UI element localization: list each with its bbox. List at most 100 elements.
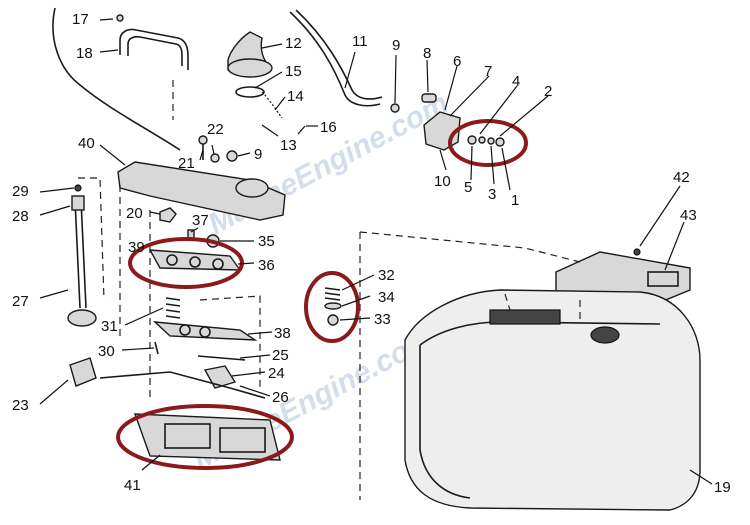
pin-8	[421, 93, 437, 103]
callout-3: 3	[488, 186, 496, 203]
washer-34	[324, 302, 342, 310]
callout-9-left: 9	[254, 146, 262, 163]
callout-8: 8	[423, 45, 431, 62]
callout-28: 28	[12, 208, 29, 225]
pickup-tube	[74, 199, 81, 309]
assembly-line-1	[359, 231, 581, 500]
gasket-39-hole-1	[166, 254, 178, 266]
callout-38: 38	[274, 325, 291, 342]
callout-5: 5	[464, 179, 472, 196]
callout-18: 18	[76, 45, 93, 62]
callout-40: 40	[78, 135, 95, 152]
gasket-39-hole-2	[189, 256, 201, 268]
cover-plate-43-opening	[647, 271, 679, 287]
assembly-line-2	[199, 295, 261, 390]
bracket-25	[197, 355, 246, 361]
callout-35: 35	[258, 233, 275, 250]
filler-cap-base	[227, 58, 273, 78]
float-23	[69, 357, 97, 387]
callout-42: 42	[673, 169, 690, 186]
nut-20	[159, 207, 177, 223]
chain-14	[261, 91, 283, 119]
screw-21-head	[198, 135, 208, 145]
fitting-28	[71, 195, 85, 211]
callout-1: 1	[511, 192, 519, 209]
spring-32	[324, 287, 341, 301]
pin-16	[297, 125, 306, 135]
assembly-line-3	[119, 185, 151, 400]
part-5	[467, 135, 477, 145]
filler-neck	[235, 178, 269, 198]
part-4	[478, 136, 486, 144]
gasket-15	[235, 86, 265, 98]
leader-lines	[39, 18, 713, 485]
highlight-ring-gasket-39	[128, 237, 244, 289]
plate-38-hole-1	[179, 324, 191, 336]
callout-21: 21	[178, 155, 195, 172]
callout-34: 34	[378, 289, 395, 306]
gasket-41-window-1	[164, 423, 211, 449]
callout-19: 19	[714, 479, 731, 496]
callout-36: 36	[258, 257, 275, 274]
screw-42	[633, 248, 641, 256]
callout-14: 14	[287, 88, 304, 105]
gauge-housing	[117, 161, 286, 221]
handle	[119, 28, 189, 70]
callout-33: 33	[374, 311, 391, 328]
nut-33	[327, 314, 339, 326]
callout-6: 6	[453, 53, 461, 70]
callout-11: 11	[352, 33, 368, 50]
nut-9-right	[390, 103, 400, 113]
nut-9-left	[226, 150, 238, 162]
callout-41: 41	[124, 477, 141, 494]
fitting-29	[74, 184, 82, 192]
callout-15: 15	[285, 63, 302, 80]
part-3	[487, 137, 495, 145]
callout-29: 29	[12, 183, 29, 200]
strap-26	[99, 371, 266, 399]
callout-20: 20	[126, 205, 143, 222]
callout-9-right: 9	[392, 37, 400, 54]
callout-31: 31	[101, 318, 118, 335]
highlight-ring-washers	[448, 119, 528, 167]
callout-30: 30	[98, 343, 115, 360]
gasket-41-window-2	[219, 427, 266, 453]
plate-38	[153, 321, 258, 341]
callout-labels: 17 18 12 15 14 13 16 11 9 8 6 7 4 2 10 5…	[12, 11, 731, 496]
callout-37: 37	[192, 212, 209, 229]
highlight-ring-gasket-41	[116, 404, 294, 470]
callout-39: 39	[128, 239, 145, 256]
pickup-filter	[67, 309, 97, 327]
callout-4: 4	[512, 73, 520, 90]
callout-10: 10	[434, 173, 451, 190]
washer-22	[210, 153, 220, 163]
callout-32: 32	[378, 267, 395, 284]
callout-23: 23	[12, 397, 29, 414]
highlight-ring-spring	[304, 271, 360, 343]
callout-7: 7	[484, 63, 492, 80]
gasket-39-hole-3	[212, 258, 224, 270]
callout-12: 12	[285, 35, 302, 52]
pickup-tube-2	[80, 199, 87, 309]
part-1	[495, 137, 505, 147]
assembly-line-6	[504, 293, 581, 320]
callout-22: 22	[207, 121, 224, 138]
callout-26: 26	[272, 389, 289, 406]
callout-25: 25	[272, 347, 289, 364]
callout-16: 16	[320, 119, 337, 136]
screw-17	[116, 14, 124, 22]
plate-38-hole-2	[199, 326, 211, 338]
screw-30	[154, 341, 159, 355]
callout-17: 17	[72, 11, 89, 28]
fuel-tank-side	[419, 345, 471, 499]
callout-13: 13	[280, 137, 297, 154]
handle-inner	[127, 35, 183, 66]
callout-43: 43	[680, 207, 697, 224]
callout-24: 24	[268, 365, 285, 382]
fuel-hose-outer	[295, 9, 383, 100]
spring-31	[165, 297, 181, 319]
primer-line	[52, 7, 181, 151]
watermark-upper: MarineEngine.com	[203, 87, 454, 241]
tank-filler-hole	[590, 326, 620, 344]
